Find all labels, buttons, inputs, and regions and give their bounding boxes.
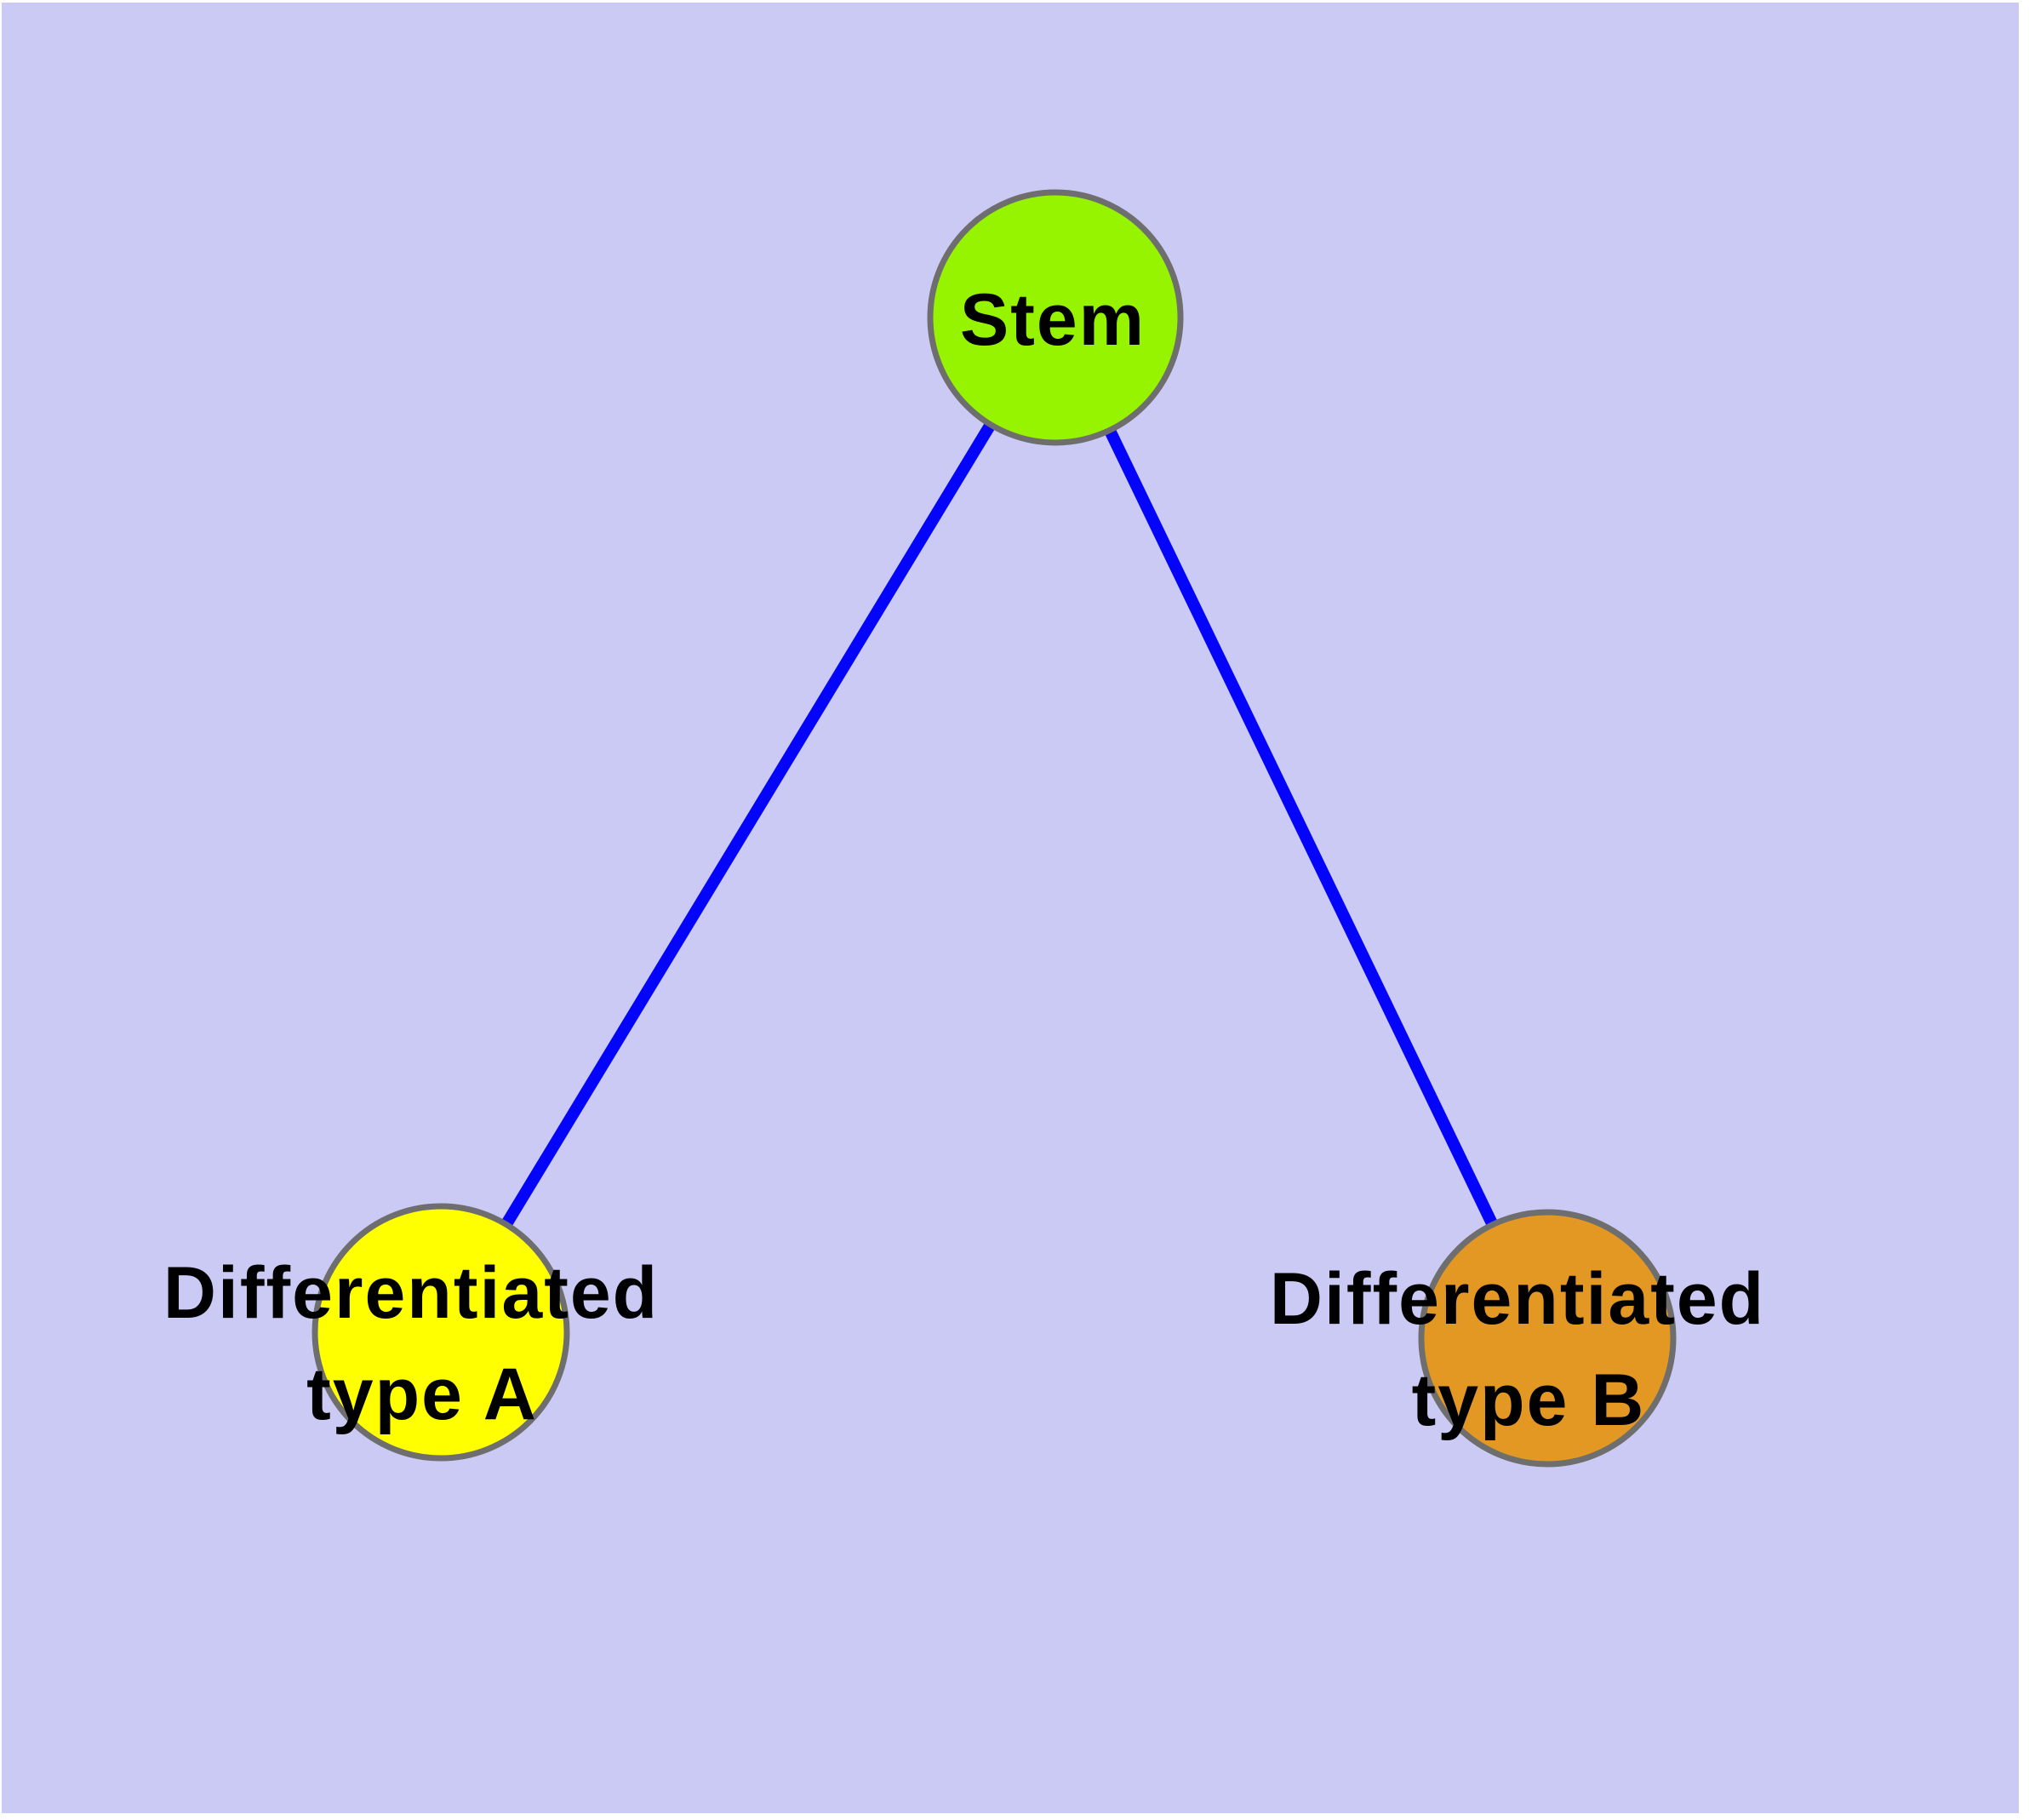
node-stem-label: Stem bbox=[960, 279, 1146, 361]
node-stem bbox=[927, 189, 1184, 446]
node-type-b-label-line1: Differentiated bbox=[1270, 1258, 1765, 1340]
node-type-a-label-line1: Differentiated bbox=[163, 1252, 659, 1334]
node-type-a-label-line2: type A bbox=[306, 1354, 538, 1435]
node-type-b-label-line2: type B bbox=[1412, 1359, 1646, 1441]
node-type-b-label: Differentiated type B bbox=[1270, 1258, 1787, 1441]
node-type-a-label: Differentiated type A bbox=[163, 1252, 681, 1435]
node-differentiated-type-b bbox=[1418, 1209, 1677, 1468]
edge-stem-to-type-b bbox=[1049, 314, 1553, 1342]
node-differentiated-type-a bbox=[311, 1203, 570, 1462]
edge-stem-to-type-a bbox=[436, 314, 1060, 1336]
